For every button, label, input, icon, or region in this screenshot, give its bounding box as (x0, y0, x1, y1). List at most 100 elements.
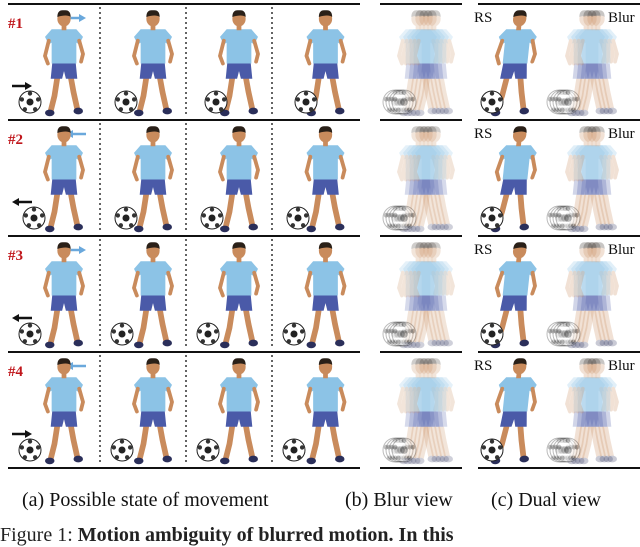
player-figure (413, 126, 455, 233)
player-shoe-right (595, 223, 605, 231)
player-arm-right (599, 154, 607, 180)
player-neck (323, 24, 328, 31)
player-shirt (306, 261, 345, 296)
ball-patch (204, 223, 210, 228)
ball-body (388, 437, 414, 463)
ball-patch (386, 328, 392, 334)
player-neck (591, 140, 597, 147)
player-leg-left (413, 184, 428, 230)
soccer-ball (196, 438, 220, 462)
player-figure (577, 10, 619, 117)
player-figure (409, 126, 451, 233)
ball-patch (291, 323, 297, 328)
ball-patch (398, 107, 404, 113)
soccer-ball (282, 322, 306, 346)
ball-body (388, 321, 414, 347)
ball-body (552, 89, 578, 115)
player-shorts (572, 59, 600, 79)
player-shirt (403, 261, 441, 296)
player-head (419, 243, 433, 259)
player-hair (423, 358, 437, 365)
player-arm-left (304, 154, 313, 182)
soccer-ball (18, 322, 42, 346)
ball-patch (197, 445, 203, 450)
player-shoe-left (411, 341, 421, 349)
player-neck (61, 256, 67, 263)
ball-patch (568, 444, 574, 450)
ball-body (546, 205, 572, 231)
ball-patch-center (561, 330, 569, 338)
player-shoe-right (603, 455, 613, 463)
ball-patch (401, 223, 407, 229)
ball-patch-center (122, 98, 130, 106)
ball-patch (395, 455, 401, 461)
ball-patch (283, 445, 289, 450)
player-head (579, 127, 593, 143)
player-shorts (312, 291, 339, 311)
player-hair (583, 126, 597, 133)
player-arm-right (338, 38, 347, 64)
soccer-ball (552, 89, 578, 115)
player-shorts (408, 175, 436, 195)
ball-patch (404, 96, 410, 102)
player-shoe-left (579, 225, 589, 233)
player-neck (61, 372, 67, 379)
ball-patch (389, 444, 395, 450)
player-arm-left (304, 38, 313, 66)
soccer-ball (388, 321, 414, 347)
player-shirt (407, 377, 445, 412)
player-leg-left (573, 184, 588, 230)
player-shirt (220, 29, 258, 64)
ball-patch (565, 107, 571, 113)
player-shoe-left (134, 341, 144, 349)
player-arm-left (573, 270, 581, 298)
panel-blur-view (380, 3, 462, 469)
player-arm-left (569, 38, 577, 66)
player-neck (595, 140, 601, 147)
ball-patch (114, 455, 120, 460)
player-head (415, 243, 429, 259)
player-shorts (139, 291, 167, 311)
ball-patch (128, 223, 134, 228)
ball-patch (559, 322, 565, 328)
player-shoe-right (431, 339, 441, 347)
ball-patch-center (294, 214, 302, 222)
ball-patch-center (558, 214, 566, 222)
ball-patch-center (208, 214, 216, 222)
ball-patch (208, 107, 214, 112)
player-shorts (412, 59, 440, 79)
player-shirt (567, 29, 605, 64)
player-neck (61, 140, 67, 147)
player-leg-left (405, 416, 420, 462)
player-neck (236, 140, 242, 147)
ball-patch (565, 90, 571, 96)
player-neck (236, 256, 242, 263)
ball-patch (311, 97, 317, 102)
ball-patch (299, 445, 305, 450)
player-leg-right (428, 68, 443, 112)
player-hair (591, 10, 605, 17)
player-shirt (399, 29, 437, 64)
dual-blur-label: Blur (608, 358, 635, 374)
player-shirt (498, 29, 537, 64)
ball-patch (568, 223, 574, 229)
player-shorts (312, 175, 339, 195)
player-arm-right (607, 270, 615, 296)
player-shoe-left (134, 457, 144, 465)
player-arm-left (43, 270, 51, 298)
player-neck (587, 372, 593, 379)
ball-patch (386, 339, 392, 345)
ball-body (549, 205, 575, 231)
player-arm-left (494, 38, 505, 66)
player-neck (431, 372, 437, 379)
player-shoe-left (415, 109, 425, 117)
player-leg-left (573, 68, 588, 114)
player-shirt (415, 377, 453, 412)
soccer-ball (382, 89, 408, 115)
ball-patch (35, 445, 41, 450)
player-figure (569, 10, 611, 117)
ball-body (549, 437, 575, 463)
soccer-ball (110, 322, 134, 346)
player-shorts (584, 175, 612, 195)
soccer-ball (382, 437, 408, 463)
